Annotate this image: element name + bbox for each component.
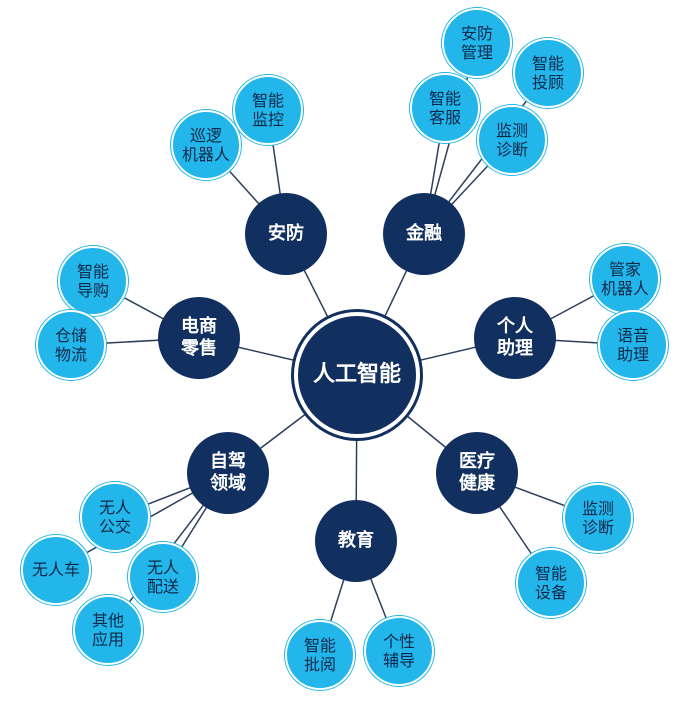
leaf-node-monitoring-diagnosis-health: 监测 诊断 xyxy=(563,483,633,553)
category-label: 教育 xyxy=(338,530,374,552)
leaf-node-patrol-robot: 巡逻 机器人 xyxy=(171,110,241,180)
leaf-node-smart-monitoring: 智能 监控 xyxy=(233,75,303,145)
leaf-node-smart-shopping-guide: 智能 导购 xyxy=(58,246,128,316)
leaf-label: 智能 批阅 xyxy=(303,635,336,674)
category-label: 电商 零售 xyxy=(181,316,217,359)
leaf-label: 无人 配送 xyxy=(146,557,179,596)
category-label: 医疗 健康 xyxy=(459,451,495,494)
category-node-finance: 金融 xyxy=(383,193,465,275)
leaf-node-personalized-tutoring: 个性 辅导 xyxy=(364,616,434,686)
leaf-node-driverless-car: 无人车 xyxy=(21,535,91,605)
leaf-label: 巡逻 机器人 xyxy=(181,125,230,164)
category-node-security: 安防 xyxy=(245,193,327,275)
leaf-node-driverless-delivery: 无人 配送 xyxy=(128,542,198,612)
category-node-education: 教育 xyxy=(315,500,397,582)
leaf-label: 监测 诊断 xyxy=(581,498,614,537)
leaf-node-smart-grading: 智能 批阅 xyxy=(285,620,355,690)
leaf-label: 安防 管理 xyxy=(460,23,493,62)
leaf-node-warehouse-logistics: 仓储 物流 xyxy=(36,310,106,380)
category-node-autonomous-driving: 自驾 领域 xyxy=(187,432,269,514)
category-label: 安防 xyxy=(268,223,304,245)
leaf-label: 智能 监控 xyxy=(251,90,284,129)
category-label: 金融 xyxy=(406,223,442,245)
leaf-node-security-management: 安防 管理 xyxy=(442,8,512,78)
leaf-label: 智能 设备 xyxy=(534,563,567,602)
leaf-node-robo-advisor: 智能 投顾 xyxy=(513,38,583,108)
leaf-label: 其他 应用 xyxy=(91,610,124,649)
leaf-label: 仓储 物流 xyxy=(54,325,87,364)
leaf-node-smart-devices: 智能 设备 xyxy=(516,548,586,618)
leaf-node-smart-customer-service: 智能 客服 xyxy=(410,73,480,143)
leaf-label: 语音 助理 xyxy=(616,325,649,364)
leaf-node-butler-robot: 管家 机器人 xyxy=(590,244,660,314)
leaf-label: 智能 投顾 xyxy=(531,53,564,92)
category-node-ecommerce-retail: 电商 零售 xyxy=(158,297,240,379)
leaf-label: 智能 客服 xyxy=(428,88,461,127)
leaf-label: 智能 导购 xyxy=(76,261,109,300)
category-node-healthcare: 医疗 健康 xyxy=(436,432,518,514)
leaf-node-monitoring-diagnosis-finance: 监测 诊断 xyxy=(477,105,547,175)
leaf-node-driverless-bus: 无人 公交 xyxy=(80,482,150,552)
leaf-label: 无人 公交 xyxy=(98,497,131,536)
center-label: 人工智能 xyxy=(312,361,401,387)
leaf-label: 管家 机器人 xyxy=(600,259,649,298)
leaf-label: 无人车 xyxy=(31,560,80,580)
leaf-label: 个性 辅导 xyxy=(382,631,415,670)
center-node-ai: 人工智能 xyxy=(294,312,420,438)
category-node-personal-assistant: 个人 助理 xyxy=(474,297,556,379)
leaf-label: 监测 诊断 xyxy=(495,120,528,159)
category-label: 个人 助理 xyxy=(497,316,533,359)
category-label: 自驾 领域 xyxy=(210,451,246,494)
leaf-node-voice-assistant: 语音 助理 xyxy=(598,310,668,380)
leaf-node-other-applications: 其他 应用 xyxy=(73,595,143,665)
